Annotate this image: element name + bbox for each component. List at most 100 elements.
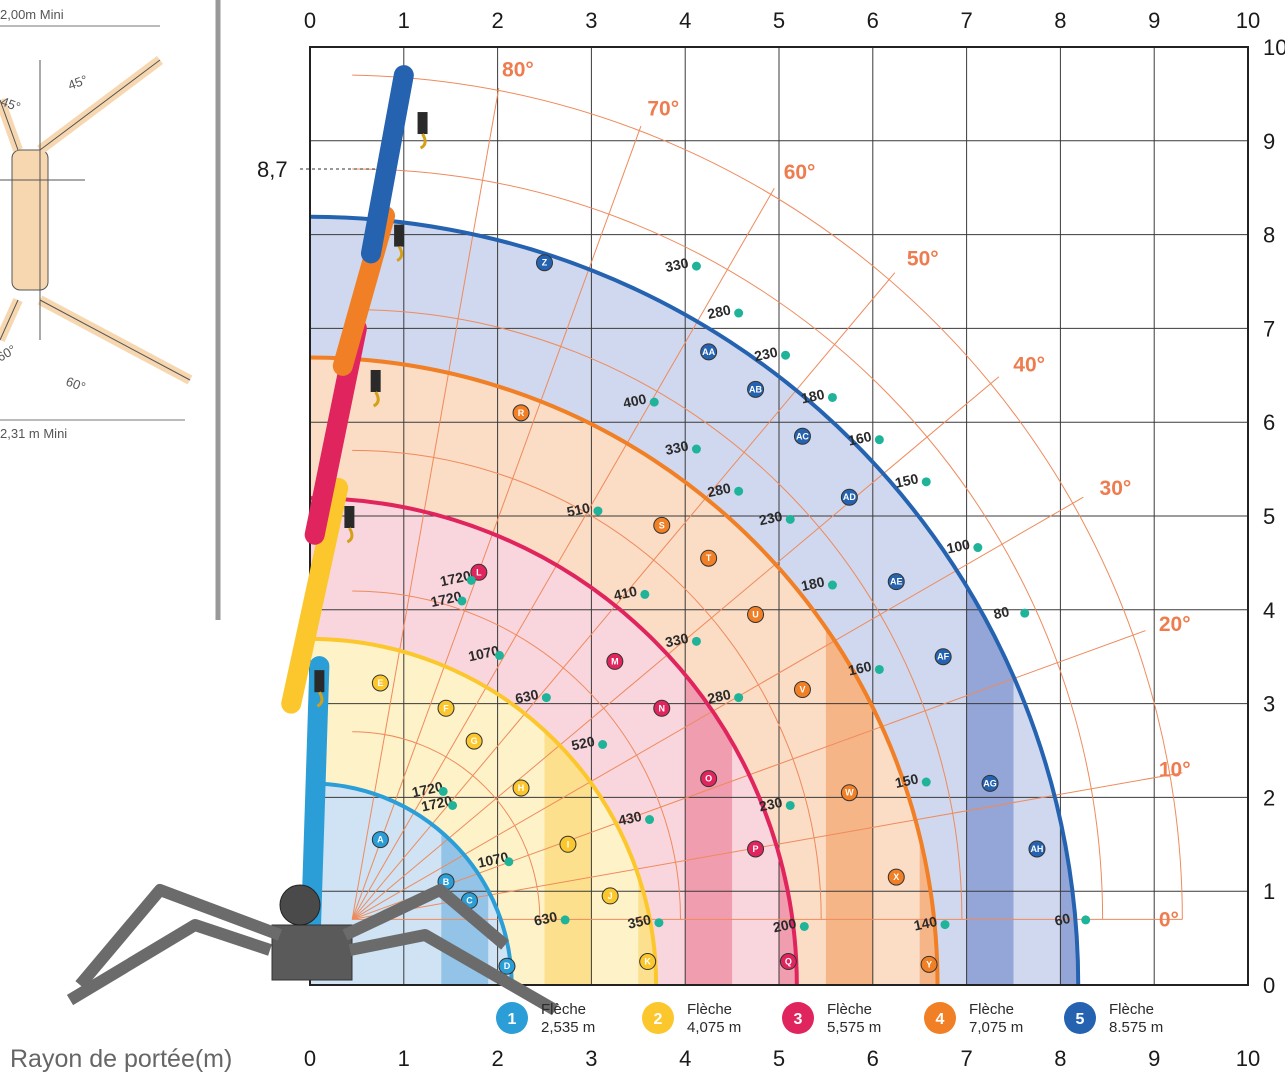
- x-tick-top-7: 7: [960, 8, 972, 33]
- x-tick-bottom-4: 4: [679, 1046, 691, 1071]
- legend-number-1: 1: [508, 1011, 517, 1028]
- crane-illustration: [66, 65, 558, 1016]
- zone-marker-AC: [793, 427, 811, 445]
- legend-swatch-4: [924, 1002, 956, 1034]
- capacity-label-0: 1720: [439, 567, 473, 589]
- legend-label-5: Flèche: [1109, 1001, 1154, 1018]
- y-tick-6: 6: [1263, 410, 1275, 435]
- capacity-point-22: [874, 664, 884, 674]
- footer-xlabel: Rayon de portée(m): [10, 1045, 232, 1073]
- zone-marker-label-Y: Y: [926, 959, 932, 969]
- hook-3: [372, 391, 380, 408]
- zone-marker-label-AF: AF: [937, 652, 949, 662]
- x-tick-bottom-0: 0: [304, 1046, 316, 1071]
- zone-marker-label-W: W: [845, 788, 854, 798]
- inset-leg-edge-2: [39, 299, 191, 381]
- zone-marker-label-P: P: [753, 844, 759, 854]
- boom-4-arc: [309, 355, 940, 986]
- zone-marker-label-A: A: [377, 835, 384, 845]
- capacity-labels: 1720172010706305204303501720172010706305…: [410, 255, 1091, 935]
- zone-marker-T: [700, 549, 718, 567]
- capacity-point-2: [494, 650, 504, 660]
- hook-5: [419, 133, 427, 150]
- capacity-label-27: 230: [753, 344, 779, 365]
- hook-block-4: [394, 224, 405, 247]
- capacity-point-8: [448, 800, 458, 810]
- legend-label-3: Flèche: [827, 1001, 872, 1018]
- zone-marker-H: [512, 779, 530, 797]
- capacity-point-13: [691, 636, 701, 646]
- outrigger-leg-3: [342, 884, 509, 950]
- zone-marker-A: [371, 831, 389, 849]
- legend-swatch-1: [496, 1002, 528, 1034]
- zone-marker-label-AG: AG: [983, 778, 997, 788]
- zone-marker-label-Z: Z: [542, 258, 548, 268]
- zone-marker-U: [747, 605, 765, 623]
- legend-length-5: 8.575 m: [1109, 1019, 1163, 1036]
- radius-arc-4: [352, 168, 1104, 920]
- zone-marker-AB: [747, 380, 765, 398]
- capacity-point-23: [921, 777, 931, 787]
- zone-marker-AD: [840, 488, 858, 506]
- zone-marker-Q: [779, 953, 797, 971]
- legend-swatch-3: [782, 1002, 814, 1034]
- zone-marker-label-H: H: [518, 783, 525, 793]
- zone-marker-M: [606, 652, 624, 670]
- angle-ray-5: [351, 272, 896, 920]
- zone-marker-V: [793, 681, 811, 699]
- outrigger-leg-2: [66, 919, 272, 1006]
- capacity-point-26: [734, 308, 744, 318]
- capacity-point-3: [541, 693, 551, 703]
- zone-marker-label-R: R: [518, 408, 525, 418]
- capacity-point-16: [799, 921, 809, 931]
- x-tick-bottom-1: 1: [398, 1046, 410, 1071]
- capacity-label-1: 1720: [429, 588, 463, 610]
- angle-ray-6: [351, 187, 775, 920]
- legend-length-2: 4,075 m: [687, 1019, 741, 1036]
- capacity-point-21: [827, 580, 837, 590]
- capacity-point-1: [457, 596, 467, 606]
- zone-marker-label-M: M: [611, 656, 619, 666]
- zone-marker-Y: [920, 955, 938, 973]
- angle-label-7: 70°: [647, 97, 679, 120]
- zone-marker-label-D: D: [504, 961, 511, 971]
- capacity-point-28: [827, 392, 837, 402]
- capacity-label-30: 150: [894, 470, 920, 491]
- radius-arc-2: [352, 449, 822, 920]
- capacity-point-24: [940, 920, 950, 930]
- capacity-point-14: [734, 693, 744, 703]
- capacity-point-0: [466, 575, 476, 585]
- zone-marker-label-AB: AB: [749, 384, 762, 394]
- capacity-label-28: 180: [800, 386, 826, 407]
- legend-length-3: 5,575 m: [827, 1019, 881, 1036]
- capacity-point-17: [649, 397, 659, 407]
- legend-number-4: 4: [936, 1011, 945, 1028]
- zone-marker-K: [639, 953, 657, 971]
- capacity-label-33: 60: [1053, 910, 1072, 929]
- zone-marker-label-G: G: [471, 736, 478, 746]
- zone-markers: ABCDEFGHIJKLMNOPQRSTUVWXYZAAABACADAEAFAG…: [371, 254, 1046, 975]
- x-tick-bottom-2: 2: [491, 1046, 503, 1071]
- legend-label-2: Flèche: [687, 1001, 732, 1018]
- capacity-label-31: 100: [945, 536, 971, 557]
- capacity-point-15: [785, 800, 795, 810]
- zone-marker-label-E: E: [377, 678, 383, 688]
- slew-ring: [279, 884, 321, 926]
- zone-marker-label-X: X: [893, 872, 899, 882]
- outrigger-leg-1: [75, 884, 283, 989]
- hook-block-3: [370, 369, 381, 392]
- capacity-label-19: 280: [706, 480, 732, 501]
- radius-arc-1: [352, 590, 682, 920]
- capacity-label-13: 330: [664, 630, 690, 651]
- capacity-point-11: [593, 506, 603, 516]
- y-tick-3: 3: [1263, 692, 1275, 717]
- angle-label-5: 50°: [907, 247, 939, 270]
- zone-marker-label-S: S: [659, 520, 665, 530]
- angle-label-8: 80°: [502, 58, 534, 81]
- angle-label-2: 20°: [1159, 613, 1191, 636]
- boom-3-arc: [309, 496, 799, 986]
- x-tick-bottom-8: 8: [1054, 1046, 1066, 1071]
- boom-5-arc: [309, 214, 1081, 986]
- max-height-label: 8,7: [257, 157, 288, 182]
